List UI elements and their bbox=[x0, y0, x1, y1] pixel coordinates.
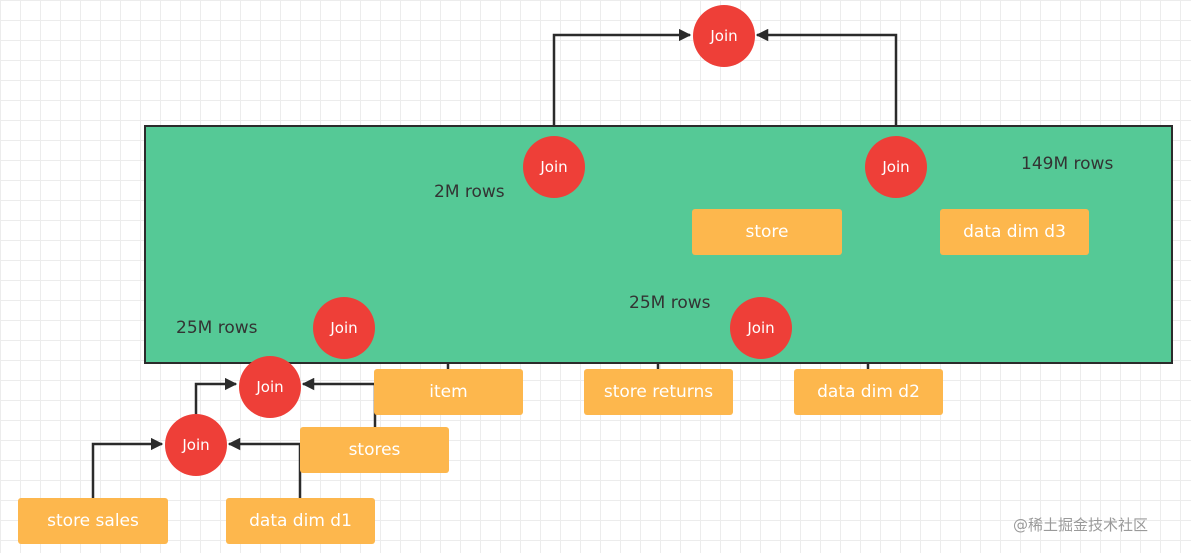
join-node-mid-left[interactable]: Join bbox=[523, 136, 585, 198]
join-node-mid-right[interactable]: Join bbox=[865, 136, 927, 198]
join-node-lower-left[interactable]: Join bbox=[313, 297, 375, 359]
join-node-top[interactable]: Join bbox=[693, 5, 755, 67]
table-node-store-sales[interactable]: store sales bbox=[18, 498, 168, 544]
join-node-stores[interactable]: Join bbox=[239, 356, 301, 418]
table-node-data-dim-d2[interactable]: data dim d2 bbox=[794, 369, 943, 415]
row-count-label-2m: 2M rows bbox=[434, 182, 505, 202]
edge-mid-right-to-top bbox=[755, 28, 898, 136]
table-node-data-dim-d1[interactable]: data dim d1 bbox=[226, 498, 375, 544]
edge-d1-to-base bbox=[227, 437, 302, 498]
row-count-label-149m: 149M rows bbox=[1021, 154, 1114, 174]
edge-store-sales-to-base bbox=[91, 437, 164, 498]
edge-mid-left-to-top bbox=[552, 28, 692, 136]
row-count-label-25m-left: 25M rows bbox=[176, 318, 258, 338]
table-node-data-dim-d3[interactable]: data dim d3 bbox=[940, 209, 1089, 255]
edge-stores-to-stores-join bbox=[301, 377, 377, 427]
table-node-stores[interactable]: stores bbox=[300, 427, 449, 473]
row-count-label-25m-right: 25M rows bbox=[629, 293, 711, 313]
table-node-item[interactable]: item bbox=[374, 369, 523, 415]
table-node-store[interactable]: store bbox=[692, 209, 842, 255]
edge-base-to-stores-join bbox=[194, 377, 238, 414]
watermark: @稀土掘金技术社区 bbox=[1013, 516, 1149, 534]
table-node-store-returns[interactable]: store returns bbox=[584, 369, 733, 415]
join-node-lower-right[interactable]: Join bbox=[730, 297, 792, 359]
join-node-base[interactable]: Join bbox=[165, 414, 227, 476]
